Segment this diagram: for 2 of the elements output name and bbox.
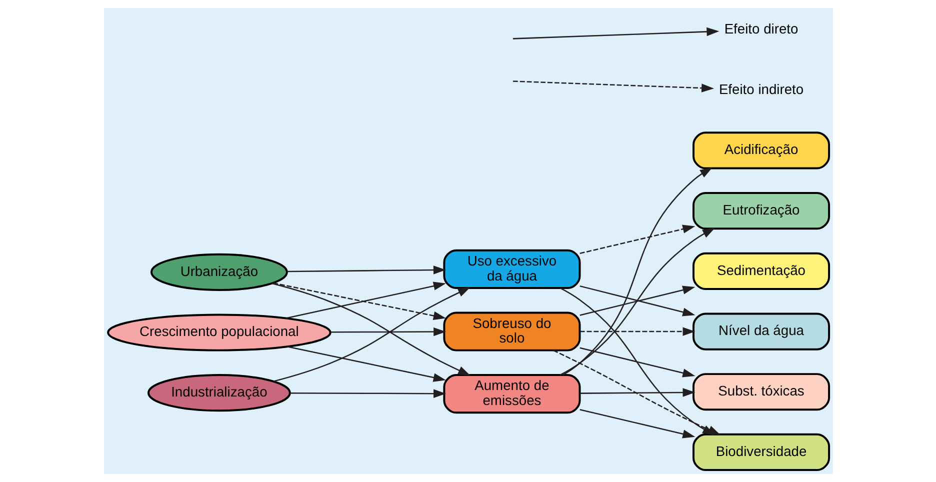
legend-label: Efeito direto [724,20,798,36]
legend-label: Efeito indireto [718,80,804,97]
